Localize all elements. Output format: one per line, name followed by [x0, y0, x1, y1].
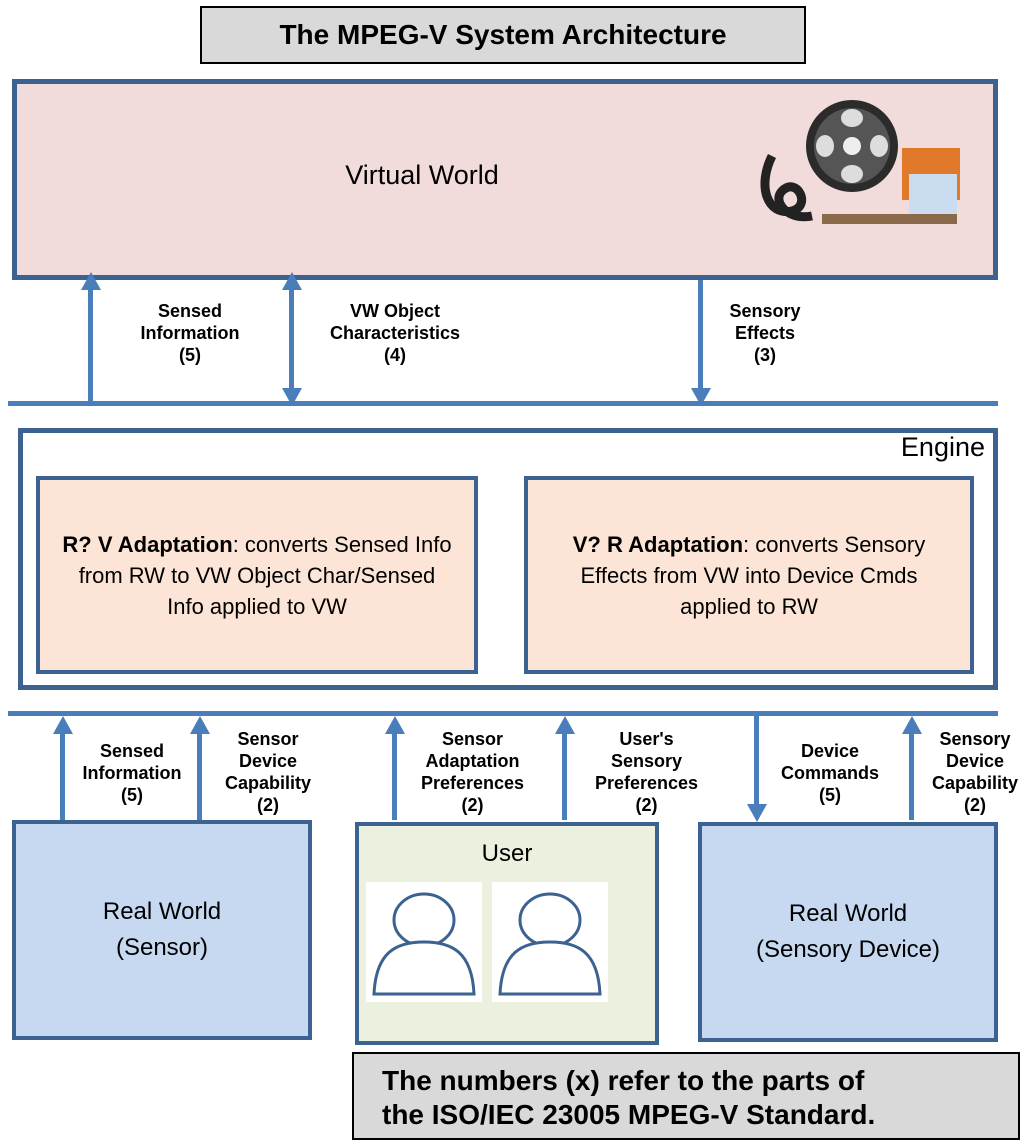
footnote-box: The numbers (x) refer to the parts of th…	[352, 1052, 1020, 1140]
label-sensory-effects: Sensory Effects (3)	[729, 301, 801, 365]
sensor-adaptation-up-arrow-shaft	[392, 726, 397, 820]
sensory-device-capability-up-arrow-shaft	[909, 726, 914, 820]
arrow-up-icon	[385, 716, 405, 734]
engine-label: Engine	[900, 432, 985, 462]
real-world-device-line2: (Sensory Device)	[755, 936, 941, 963]
real-world-sensor-box: Real World (Sensor)	[12, 820, 312, 1040]
r2v-adaptation-box: R? V Adaptation: converts Sensed Info fr…	[36, 476, 478, 674]
v2r-adaptation-title: V? R Adaptation	[572, 531, 744, 557]
footnote-line2: the ISO/IEC 23005 MPEG-V Standard.	[382, 1099, 876, 1130]
user-preferences-up-arrow-shaft	[562, 726, 567, 820]
arrow-down-icon	[282, 388, 302, 406]
diagram-title: The MPEG-V System Architecture	[200, 6, 806, 64]
bottom-connector-line	[8, 711, 998, 716]
v2r-adaptation-text: : converts Sensory Effects from VW into …	[580, 531, 926, 619]
label-sensor-device-capability: Sensor Device Capability (2)	[224, 729, 312, 815]
sensory-effects-down-arrow-shaft	[698, 280, 703, 392]
user-label: User	[481, 840, 533, 867]
person-icon	[366, 882, 482, 1002]
r2v-adaptation-text: : converts Sensed Info from RW to VW Obj…	[78, 531, 452, 619]
label-sensed-information-bottom: Sensed Information (5)	[82, 741, 182, 805]
sensor-capability-up-arrow-shaft	[197, 726, 202, 820]
real-world-device-line1: Real World	[788, 900, 908, 927]
top-connector-line	[8, 401, 998, 406]
film-reel-icon	[760, 100, 960, 224]
label-sensor-adaptation-preferences: Sensor Adaptation Preferences (2)	[420, 729, 525, 815]
v2r-adaptation-box: V? R Adaptation: converts Sensory Effect…	[524, 476, 974, 674]
footnote-line1: The numbers (x) refer to the parts of	[382, 1065, 865, 1096]
arrow-up-icon	[555, 716, 575, 734]
arrow-up-icon	[282, 272, 302, 290]
person-icon	[492, 882, 608, 1002]
real-world-device-box: Real World (Sensory Device)	[698, 822, 998, 1042]
real-world-sensor-line2: (Sensor)	[115, 934, 209, 961]
sensed-info-up-arrow-shaft	[88, 280, 93, 404]
real-world-sensor-line1: Real World	[102, 898, 222, 925]
arrow-up-icon	[902, 716, 922, 734]
label-sensory-device-capability: Sensory Device Capability (2)	[931, 729, 1019, 815]
label-sensed-information-top: Sensed Information (5)	[140, 301, 240, 365]
label-device-commands: Device Commands (5)	[780, 741, 879, 805]
sensed-info-up-arrow-shaft-bottom	[60, 726, 65, 820]
arrow-up-icon	[53, 716, 73, 734]
label-users-sensory-preferences: User's Sensory Preferences (2)	[594, 729, 699, 815]
device-commands-down-arrow-shaft	[754, 716, 759, 810]
vw-object-bidirectional-arrow-shaft	[289, 284, 294, 396]
label-vw-object-characteristics: VW Object Characteristics (4)	[329, 301, 461, 365]
r2v-adaptation-title: R? V Adaptation	[62, 531, 233, 557]
user-box	[355, 822, 659, 1045]
arrow-up-icon	[190, 716, 210, 734]
arrow-down-icon	[691, 388, 711, 406]
virtual-world-label: Virtual World	[345, 160, 499, 190]
arrow-up-icon	[81, 272, 101, 290]
arrow-down-icon	[747, 804, 767, 822]
